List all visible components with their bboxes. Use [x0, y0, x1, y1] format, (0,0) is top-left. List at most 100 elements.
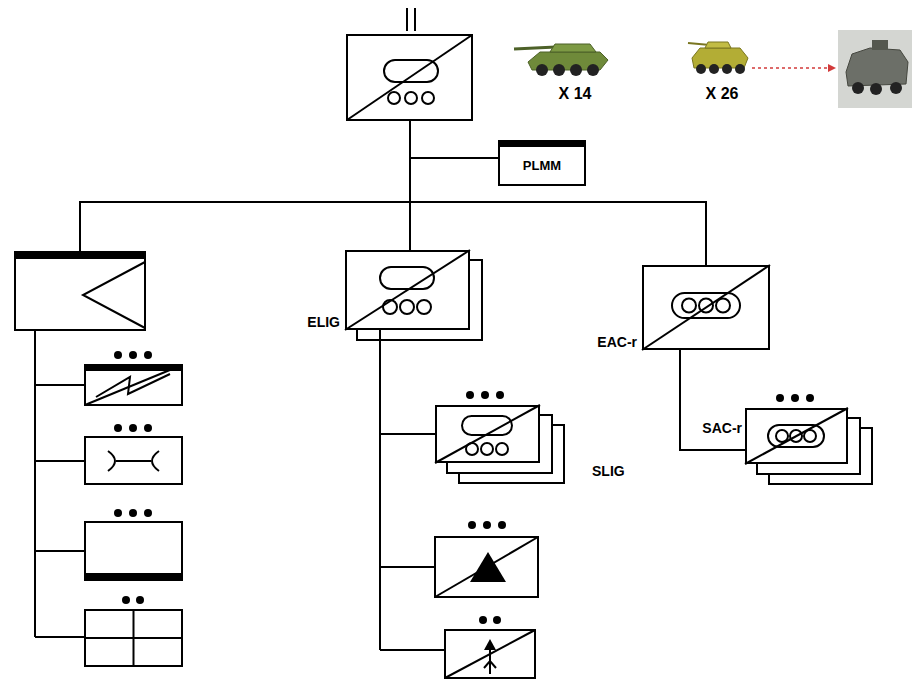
echelon-dot [481, 391, 489, 399]
diagonal [445, 630, 535, 678]
vehicle-wheel [536, 64, 548, 76]
elig-symbol [345, 250, 482, 340]
wrench-jaw [152, 451, 159, 471]
vehicle-wheel [709, 64, 719, 74]
box-ground [745, 408, 848, 464]
echelon-bar [414, 8, 416, 31]
maintenance-symbol [85, 424, 182, 484]
vehicle-wheel [852, 82, 864, 94]
vehicle-wheel [570, 64, 582, 76]
bottom-bar [85, 573, 182, 580]
wheel-symbol [481, 443, 493, 455]
wheel-symbol [400, 300, 414, 314]
trunk-line [379, 430, 381, 650]
echelon-dot [493, 616, 501, 624]
echelon-dot [483, 521, 491, 529]
wheel-symbol [790, 430, 802, 442]
bus-line [79, 201, 707, 203]
diagonal [435, 537, 538, 597]
hq-symbol [347, 35, 472, 120]
box-ground [642, 265, 770, 350]
vehicle-wheel [722, 64, 732, 74]
trunk-line [409, 120, 411, 202]
wheel-symbol [466, 443, 478, 455]
maintenance-box [85, 437, 182, 484]
platoon-box: PLMM [498, 140, 586, 186]
connector-line [680, 350, 745, 450]
track-symbol [672, 293, 740, 318]
hq-box [347, 35, 472, 120]
unit-name: PLMM [517, 158, 567, 173]
fire-support-box [435, 537, 538, 597]
trunk-line [34, 330, 36, 637]
diagonal [435, 405, 540, 463]
medical-box [85, 610, 182, 666]
wheel-symbol [417, 300, 431, 314]
branch-line [35, 460, 85, 462]
box-ground [435, 405, 540, 463]
branch-line [35, 550, 85, 552]
echelon-dot [114, 424, 122, 432]
echelon-dot [776, 394, 784, 402]
vehicle-icon [688, 42, 748, 74]
supply-box [85, 522, 182, 580]
vehicle-turret [872, 40, 888, 50]
support-symbol [15, 252, 145, 330]
vehicle-wheel [870, 83, 882, 95]
slig-symbol [435, 391, 564, 483]
wheel-symbol [422, 92, 434, 104]
branch-line [380, 649, 445, 651]
echelon-dot [496, 391, 504, 399]
squadron-box: EAC-r [642, 265, 770, 350]
echelon-dot [144, 424, 152, 432]
wheel-symbol [699, 299, 713, 313]
top-bar [15, 252, 145, 259]
echelon-dot [806, 394, 814, 402]
echelon-dot [791, 394, 799, 402]
branch-line [35, 636, 85, 638]
replacement-arrow [752, 67, 828, 69]
antitank-symbol [445, 616, 535, 678]
wrench-shaft [116, 460, 151, 462]
track-symbol [768, 425, 824, 447]
echelon-dot [114, 509, 122, 517]
troop-box: SLIG [435, 405, 540, 463]
drop-line [705, 202, 707, 265]
wheel-symbol [496, 443, 508, 455]
support-chevron [83, 262, 145, 328]
wheel-symbol [776, 430, 788, 442]
antitank-box [445, 630, 535, 678]
echelon-dot [498, 521, 506, 529]
branch-line [380, 566, 435, 568]
wheel-symbol [682, 299, 696, 313]
quantity-label: X 26 [706, 85, 739, 103]
vehicle-turret [705, 42, 731, 48]
vehicle-wheel [553, 64, 565, 76]
echelon-dot [129, 351, 137, 359]
drop-line [79, 202, 81, 252]
echelon-dot [468, 521, 476, 529]
diagonal [745, 408, 848, 464]
diagonal [347, 35, 472, 120]
vehicle-turret [550, 44, 596, 52]
echelon-dot [136, 596, 144, 604]
vehicle-wheel [696, 64, 706, 74]
drop-line [409, 202, 411, 250]
eac-symbol [642, 265, 770, 350]
vehicle-wheel [890, 82, 902, 94]
echelon-dot [144, 509, 152, 517]
box-ground [345, 250, 470, 330]
branch-line [410, 157, 498, 159]
unit-label: EAC-r [596, 334, 638, 350]
lightning-symbol [96, 374, 170, 397]
arrow-head [828, 64, 836, 72]
photo-ground [838, 30, 912, 108]
vehicle-photo [838, 30, 912, 108]
wrench-jaw [108, 451, 115, 471]
signal-box [85, 365, 182, 405]
echelon-dot [479, 616, 487, 624]
